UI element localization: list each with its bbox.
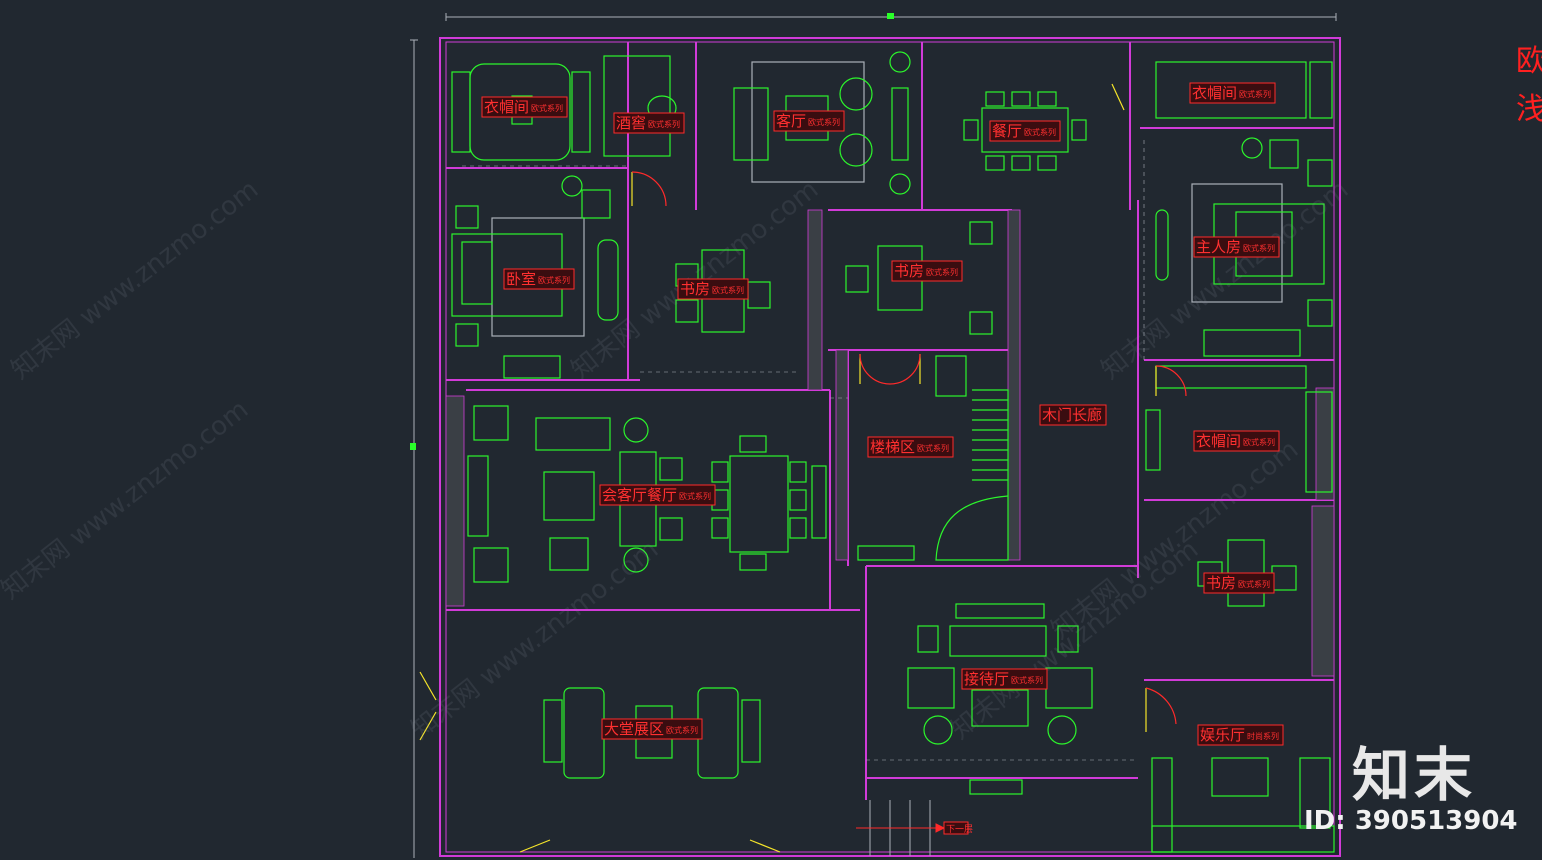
room-label-study-3: 书房欧式系列 [1203,572,1275,594]
room-label-reception-hall: 接待厅欧式系列 [961,668,1048,690]
watermark-7: 知末网 www.znzmo.com [1046,435,1304,646]
room-series: 欧式系列 [679,491,711,501]
room-label-box [1193,430,1280,452]
room-labels: 衣帽间欧式系列酒窖欧式系列客厅欧式系列餐厅欧式系列衣帽间欧式系列卧室欧式系列书房… [481,82,1284,746]
room-label-stair-area: 楼梯区欧式系列 [867,436,954,458]
room-label-dining-room: 餐厅欧式系列 [989,120,1061,142]
room-label-bedroom: 卧室欧式系列 [503,268,575,290]
room-series: 欧式系列 [808,117,840,127]
room-series: 欧式系列 [648,119,680,129]
room-label-lobby: 大堂展区欧式系列 [601,718,703,740]
room-label-box [1039,404,1107,426]
room-name: 书房 [680,280,710,298]
room-label-wine-cellar: 酒窖欧式系列 [613,112,685,134]
room-name: 娱乐厅 [1200,726,1245,744]
room-series: 欧式系列 [1011,675,1043,685]
room-name: 会客厅餐厅 [602,486,677,504]
room-label-box [867,436,954,458]
brand-logo: 知末 [1351,741,1476,809]
room-label-reception-dining: 会客厅餐厅欧式系列 [599,484,716,506]
room-series: 欧式系列 [712,285,744,295]
room-series: 欧式系列 [926,267,958,277]
room-name: 衣帽间 [1196,432,1241,450]
room-label-box [1189,82,1276,104]
guide-lines [462,140,1145,761]
room-name: 卧室 [506,270,536,288]
room-label-box [677,278,749,300]
room-series: 欧式系列 [1024,127,1056,137]
room-label-master-bedroom: 主人房欧式系列 [1193,236,1280,258]
grip-top[interactable] [887,13,894,19]
room-label-box [773,110,845,132]
grip-left[interactable] [410,443,416,450]
room-label-box [989,120,1061,142]
walls [439,37,1341,857]
room-label-box [1203,572,1275,594]
room-label-entertainment: 娱乐厅时尚系列 [1197,724,1284,746]
room-label-box [613,112,685,134]
stair-note-text: 下一层 [946,824,973,835]
room-label-cloakroom-2: 衣帽间欧式系列 [1189,82,1276,104]
room-label-box [891,260,963,282]
room-name: 酒窖 [616,114,646,132]
room-name: 木门长廊 [1042,406,1102,424]
room-label-box [601,718,703,740]
doors [419,83,1187,853]
room-label-corridor: 木门长廊 [1039,404,1107,426]
room-label-living-room: 客厅欧式系列 [773,110,845,132]
room-label-box [503,268,575,290]
room-label-box [481,96,568,118]
room-name: 书房 [894,262,924,280]
room-series: 欧式系列 [1239,89,1271,99]
drawing-id: ID: 390513904 [1304,806,1518,836]
room-label-cloakroom-3: 衣帽间欧式系列 [1193,430,1280,452]
room-label-study-2: 书房欧式系列 [891,260,963,282]
room-label-box [1193,236,1280,258]
watermark-6: 知末网 www.znzmo.com [1096,175,1354,386]
room-label-study-1: 书房欧式系列 [677,278,749,300]
room-name: 衣帽间 [1192,84,1237,102]
watermarks: 知末网 www.znzmo.com 知末网 www.znzmo.com 知末网 … [0,175,1354,746]
room-name: 主人房 [1196,238,1241,256]
room-series: 欧式系列 [1243,437,1275,447]
watermark-4: 知末网 www.znzmo.com [406,535,664,746]
room-label-cloakroom-1: 衣帽间欧式系列 [481,96,568,118]
room-name: 餐厅 [992,122,1022,140]
watermark-2: 知末网 www.znzmo.com [0,395,254,606]
room-series: 欧式系列 [531,103,563,113]
room-series: 欧式系列 [538,275,570,285]
exit-stair-note: 下一层 [943,821,973,835]
room-name: 书房 [1206,574,1236,592]
room-series: 欧式系列 [666,725,698,735]
watermark-1: 知末网 www.znzmo.com [6,175,264,386]
room-name: 客厅 [776,112,806,130]
room-name: 大堂展区 [604,720,664,738]
room-label-box [961,668,1048,690]
room-name: 楼梯区 [870,438,915,456]
room-series: 时尚系列 [1247,731,1279,741]
room-series: 欧式系列 [1238,579,1270,589]
exit-stairs [856,800,946,856]
room-label-box [599,484,716,506]
room-name: 接待厅 [964,670,1009,688]
room-name: 衣帽间 [484,98,529,116]
furniture [451,51,1335,853]
corner-title: 欧 浅 [1516,44,1542,127]
room-series: 欧式系列 [1243,243,1275,253]
wall-hatch [445,209,1335,677]
room-label-box [1197,724,1284,746]
room-series: 欧式系列 [917,443,949,453]
